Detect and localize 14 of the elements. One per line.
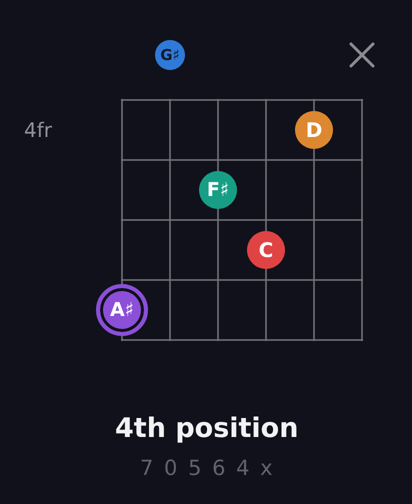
note-name: D [306, 120, 322, 140]
note-dot [199, 171, 237, 209]
note-name: C [258, 240, 274, 260]
root-note-dot [96, 284, 148, 336]
note-dot [295, 111, 333, 149]
fret-number: 4fr [24, 119, 52, 142]
note-dot [247, 231, 285, 269]
note-name: G♯ [160, 48, 180, 62]
note-name: F♯ [206, 180, 230, 200]
muted-string-cross-icon [349, 42, 375, 68]
note-dot [155, 40, 185, 70]
fingering-numbers: 7 0 5 6 4 x [139, 456, 275, 480]
caption: 4th position [115, 413, 298, 444]
note-name: A♯ [110, 300, 134, 320]
